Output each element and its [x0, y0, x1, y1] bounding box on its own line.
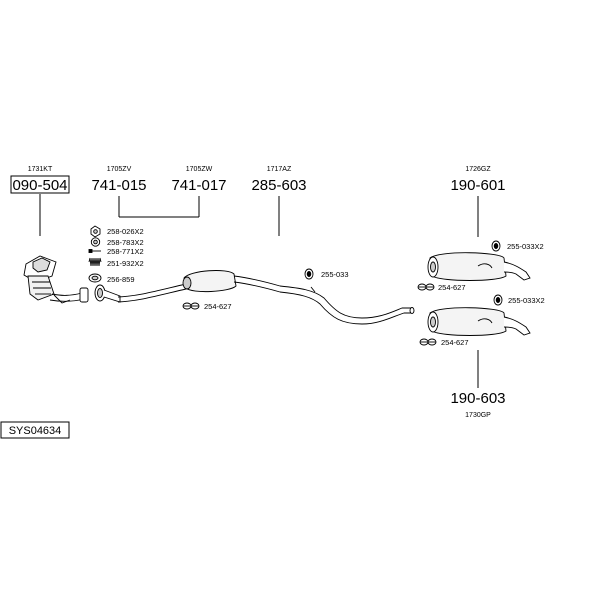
- clamp-icon[interactable]: [182, 302, 200, 310]
- clamp-icon[interactable]: [417, 283, 435, 291]
- part-number: 285-603: [251, 177, 306, 194]
- part-label-p1[interactable]: 1731KT 090-504: [10, 166, 70, 194]
- part-code: 1726GZ: [465, 166, 491, 173]
- part-number-box: [10, 175, 70, 194]
- intermediate-pipe[interactable]: [117, 283, 187, 303]
- fitting-label: 255-033: [321, 270, 349, 279]
- part-code: 1717AZ: [267, 166, 292, 173]
- fitting-label: 254-627: [204, 302, 232, 311]
- leader-lines: [39, 194, 479, 388]
- part-label-p2[interactable]: 1705ZV 741-015: [91, 166, 146, 194]
- fitting-label: 255-033X2: [508, 296, 545, 305]
- part-code: 1731KT: [28, 166, 53, 173]
- part-label-p5[interactable]: 1726GZ 190-601: [450, 166, 505, 194]
- rear-silencer-lower[interactable]: [427, 307, 531, 336]
- part-label-p6[interactable]: 190-603 1730GP: [450, 390, 505, 419]
- spring-icon[interactable]: [88, 257, 102, 267]
- part-label-p3[interactable]: 1705ZW 741-017: [171, 166, 226, 194]
- fitting-label: 258-771X2: [107, 247, 144, 256]
- rubber-hanger-icon[interactable]: [304, 268, 314, 280]
- clamp-icon[interactable]: [419, 338, 437, 346]
- part-number: 090-504: [12, 177, 67, 194]
- rubber-hanger-icon[interactable]: [491, 240, 501, 252]
- nut-icon[interactable]: [90, 225, 101, 238]
- catalytic-converter[interactable]: [23, 255, 89, 304]
- flex-joint[interactable]: [94, 284, 121, 303]
- part-number: 741-015: [91, 177, 146, 194]
- part-code: 1705ZW: [186, 166, 213, 173]
- system-id-box: [0, 421, 70, 439]
- fitting-label: 258-783X2: [107, 238, 144, 247]
- fitting-label: 251-932X2: [107, 259, 144, 268]
- fitting-label: 254-627: [438, 283, 466, 292]
- part-number: 190-603: [450, 390, 505, 407]
- fitting-label: 255-033X2: [507, 242, 544, 251]
- part-code: 1730GP: [465, 412, 491, 419]
- part-number: 741-017: [171, 177, 226, 194]
- fitting-label: 258-026X2: [107, 227, 144, 236]
- gasket-icon[interactable]: [88, 273, 102, 283]
- center-pipe[interactable]: [279, 285, 415, 325]
- rubber-hanger-icon[interactable]: [493, 294, 503, 306]
- middle-silencer[interactable]: [182, 270, 281, 293]
- part-label-p4[interactable]: 1717AZ 285-603: [251, 166, 306, 194]
- fitting-label: 256-859: [107, 275, 135, 284]
- system-id-label: SYS04634: [0, 421, 70, 439]
- part-number: 190-601: [450, 177, 505, 194]
- system-id: SYS04634: [9, 425, 62, 437]
- part-code: 1705ZV: [107, 166, 132, 173]
- fitting-label: 254-627: [441, 338, 469, 347]
- washer-icon[interactable]: [90, 237, 101, 247]
- fitting-labels: 258-026X2 258-783X2 258-771X2 251-932X2 …: [107, 227, 545, 347]
- rear-silencer-upper[interactable]: [427, 252, 531, 281]
- bolt-icon[interactable]: [88, 249, 101, 253]
